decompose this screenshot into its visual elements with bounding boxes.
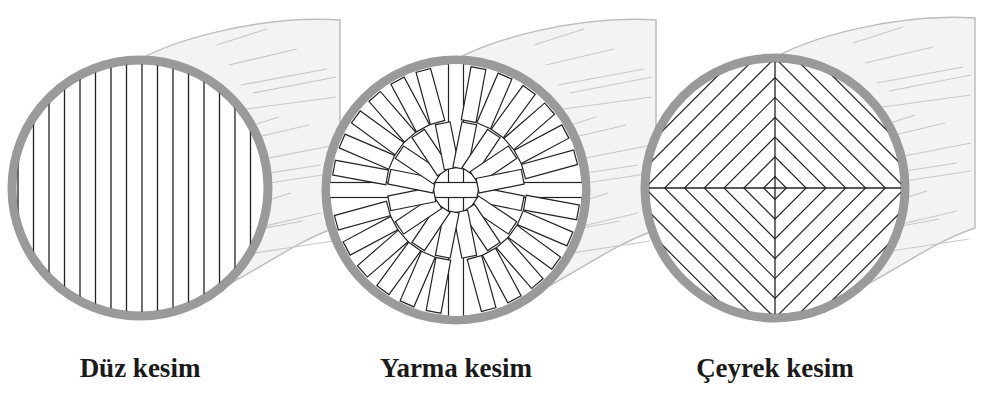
cut-line [645,211,752,318]
cut-line [645,58,775,188]
cut-line [265,60,266,316]
cut-line [808,221,905,318]
cut-line [798,58,905,165]
log-end-face [645,58,905,318]
cut-line [645,221,742,318]
log [549,0,997,401]
cut-line [645,188,775,318]
cut-line [645,58,733,146]
cut-line [775,58,905,188]
cut-line [775,188,892,305]
bark-streak [853,27,903,43]
cut-line [172,60,173,316]
cut-line [645,58,775,188]
cut-line [775,90,873,188]
cut-line [110,60,111,316]
bark-streak [217,29,267,45]
cut-line [775,188,905,318]
board [476,169,524,193]
cut-line [648,61,775,188]
cut-line [219,60,220,316]
caption-label: Çeyrek kesim [696,352,854,384]
cut-line [645,201,762,318]
cut-line [645,58,742,155]
cut-line [817,230,905,318]
cut-line [645,58,762,175]
cut-line [775,58,905,188]
cut-line [658,188,775,305]
board [334,201,390,230]
cut-line [775,61,902,188]
log [12,19,340,316]
cut-line [788,58,905,175]
caption-label: Düz kesim [80,352,201,384]
cut-line [645,188,775,318]
cut-line [775,188,873,286]
log [326,19,656,320]
bark-streak [558,69,644,85]
cut-pattern [549,0,997,401]
cut-line [658,71,775,188]
cut-pattern [18,60,266,316]
cut-line [677,90,775,188]
cut-line [234,60,235,316]
bark-streak [241,69,327,85]
cut-line [157,60,158,316]
cut-line [141,60,142,316]
board [522,150,578,179]
cut-line [17,60,18,316]
cut-line [79,60,80,316]
cut-line [250,60,251,316]
cut-line [778,191,905,318]
bark-streak [865,47,933,63]
bark-streak [546,49,614,65]
cut-line [33,60,34,316]
cut-line [798,211,905,318]
bark-streak [889,75,971,91]
bark-streak [229,49,297,65]
cut-line [645,191,772,318]
caption-label: Yarma kesim [380,352,532,384]
cut-line [188,60,189,316]
cut-line [126,60,127,316]
cut-line [668,188,775,295]
cut-line [645,58,752,165]
cut-line [645,230,733,318]
board [467,256,496,312]
cut-line [788,201,905,318]
cut-line [774,58,775,318]
cut-line [645,58,775,188]
cut-line [645,58,772,185]
cut-line [775,58,905,188]
bark-streak [570,77,652,93]
cut-line [677,188,775,286]
board [326,183,586,198]
log-end-face [326,60,586,320]
cut-line [648,188,775,315]
cut-line [775,81,882,188]
cut-pattern [326,60,586,320]
cut-line [775,188,902,315]
cut-line [817,58,905,146]
cut-line [778,58,905,185]
cut-line [95,60,96,316]
cut-line [775,188,905,318]
bark-streak [253,77,336,93]
cut-line [775,188,882,295]
cut-line [64,60,65,316]
board [416,68,445,124]
cut-line [808,58,905,155]
log-end-face [12,60,268,316]
bark-streak [534,29,584,45]
bark-streak [877,67,963,83]
cut-line [203,60,204,316]
cut-line [775,71,892,188]
cut-line [775,188,905,318]
cut-line [48,60,49,316]
cut-line [645,188,775,318]
